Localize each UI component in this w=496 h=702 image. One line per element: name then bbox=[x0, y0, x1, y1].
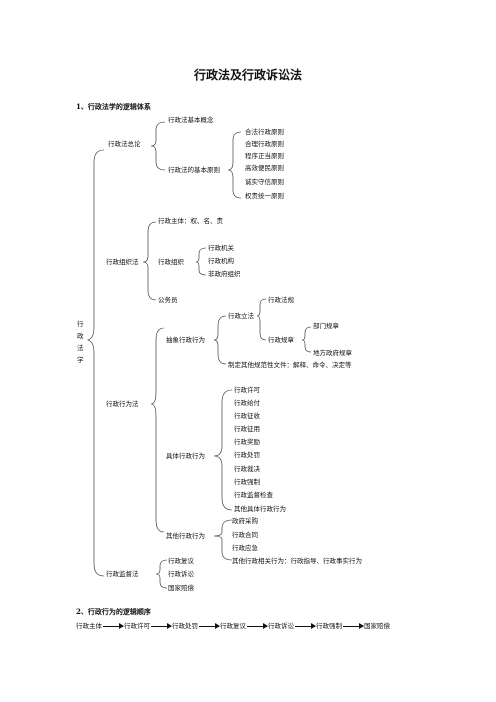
principle-item: 程序正当原则 bbox=[245, 152, 284, 160]
other-act-item: 行政应急 bbox=[232, 544, 258, 552]
flow-step: 国家赔偿 bbox=[364, 622, 390, 630]
node-subject: 行政主体：权、名、责 bbox=[158, 217, 223, 225]
principle-item: 诚实守信原则 bbox=[245, 178, 284, 186]
node-principles: 行政法的基本原则 bbox=[168, 166, 220, 174]
brace-sup bbox=[155, 559, 168, 589]
brace-act bbox=[150, 327, 165, 533]
concrete-item: 行政许可 bbox=[234, 386, 260, 394]
flow-step: 行政许可 bbox=[124, 622, 150, 630]
node-supervision: 行政监督法 bbox=[106, 570, 139, 578]
supervision-item: 行政复议 bbox=[168, 557, 194, 565]
process-flow: 行政主体 行政许可 行政处罚 行政复议 行政诉讼 行政强制 国家赔偿 bbox=[76, 620, 390, 630]
principle-item: 权责统一原则 bbox=[245, 192, 284, 200]
doc-title: 行政法及行政诉讼法 bbox=[193, 68, 302, 82]
root-label: 行 政 法 学 bbox=[77, 320, 84, 364]
brace-legislation bbox=[256, 298, 267, 341]
node-rules: 行政规章 bbox=[268, 336, 294, 344]
node-organization: 行政组织法 bbox=[106, 258, 139, 266]
brace-org bbox=[142, 221, 157, 301]
brace-others bbox=[213, 519, 233, 561]
brace-principles bbox=[227, 131, 242, 199]
other-act-item: 其他行政相关行为：行政指导、行政事实行为 bbox=[232, 557, 362, 565]
section-heading-1: 1、行政法学的逻辑体系 bbox=[76, 102, 151, 111]
node-regulations: 行政法规 bbox=[268, 296, 294, 304]
concrete-item: 行政征收 bbox=[234, 412, 260, 420]
supervision-item: 国家赔偿 bbox=[168, 584, 194, 592]
node-concrete: 具体行政行为 bbox=[166, 452, 205, 460]
concrete-item: 行政处罚 bbox=[234, 451, 260, 459]
principle-item: 合理行政原则 bbox=[245, 140, 284, 148]
principle-item: 高效便民原则 bbox=[245, 164, 284, 172]
principle-item: 合法行政原则 bbox=[245, 128, 284, 136]
concrete-item: 行政裁决 bbox=[234, 465, 260, 473]
arrow-right-icon bbox=[247, 623, 268, 629]
node-other-acts: 其他行政行为 bbox=[166, 532, 205, 540]
flow-step: 行政复议 bbox=[220, 622, 246, 630]
arrow-right-icon bbox=[103, 623, 124, 629]
concrete-item: 行政监督检查 bbox=[234, 491, 273, 499]
org-item: 行政机构 bbox=[208, 257, 234, 265]
rules-item: 地方政府规章 bbox=[313, 349, 352, 357]
section-heading-2: 2、行政行为的逻辑顺序 bbox=[76, 607, 151, 616]
flow-step: 行政诉讼 bbox=[268, 622, 294, 630]
node-concept: 行政法基本概念 bbox=[168, 116, 214, 124]
flow-step: 行政处罚 bbox=[172, 622, 198, 630]
arrow-right-icon bbox=[199, 623, 220, 629]
concrete-item: 行政强制 bbox=[234, 478, 260, 486]
flow-step: 行政主体 bbox=[76, 622, 102, 630]
concrete-item: 行政给付 bbox=[234, 399, 260, 407]
node-abstract: 抽象行政行为 bbox=[166, 336, 205, 344]
node-general: 行政法总论 bbox=[108, 140, 141, 148]
concrete-item: 行政奖励 bbox=[234, 438, 260, 446]
brace-orgs bbox=[195, 247, 207, 276]
arrow-right-icon bbox=[151, 623, 172, 629]
brace-root bbox=[87, 149, 105, 577]
arrow-right-icon bbox=[295, 623, 316, 629]
arrow-right-icon bbox=[343, 623, 364, 629]
rules-item: 部门规章 bbox=[313, 322, 339, 330]
concrete-item: 其他具体行政行为 bbox=[234, 505, 286, 513]
node-legislation: 行政立法 bbox=[228, 312, 254, 320]
brace-concrete bbox=[213, 389, 233, 511]
supervision-item: 行政诉讼 bbox=[168, 570, 194, 578]
flow-step: 行政强制 bbox=[316, 622, 342, 630]
other-act-item: 行政合同 bbox=[232, 531, 258, 539]
other-act-item: 政府采购 bbox=[232, 517, 258, 525]
org-item: 非政府组织 bbox=[208, 270, 241, 278]
node-civil-servant: 公务员 bbox=[158, 296, 178, 304]
node-other-norms: 制定其他规范性文件：解释、命令、决定等 bbox=[228, 361, 352, 369]
org-item: 行政机关 bbox=[208, 244, 234, 252]
node-orgs: 行政组织 bbox=[158, 258, 184, 266]
brace-gen bbox=[150, 121, 166, 171]
brace-rules bbox=[301, 326, 312, 353]
node-act: 行政行为法 bbox=[106, 400, 139, 408]
brace-abstract bbox=[213, 315, 227, 365]
concrete-item: 行政征用 bbox=[234, 425, 260, 433]
